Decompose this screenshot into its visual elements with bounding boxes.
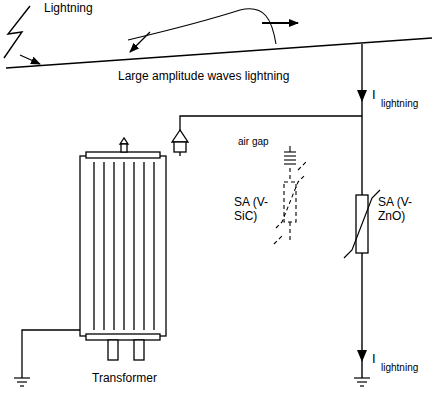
sic-arrester <box>274 162 306 244</box>
lightning-label: Lightning <box>44 2 93 16</box>
current-arrow <box>357 350 367 362</box>
nonlinear-mark <box>344 190 380 258</box>
transformer-symbol <box>80 130 188 360</box>
wave-arrow <box>130 32 150 52</box>
current-symbol: I <box>372 88 376 103</box>
wave-label: Large amplitude waves lightning <box>118 70 289 84</box>
current-subscript: lightning <box>381 98 418 110</box>
ground-symbol <box>360 385 364 386</box>
arrester-label: SA (V-SiC) <box>234 196 282 224</box>
ground-symbol <box>17 381 27 382</box>
ground-symbol <box>14 377 30 378</box>
current-subscript: lightning <box>381 362 418 374</box>
overhead-line <box>6 38 432 68</box>
bus-wire <box>180 116 362 130</box>
travel-arrow <box>262 22 298 24</box>
ground-symbol <box>354 377 370 378</box>
air-gap-label: air gap <box>238 136 269 148</box>
ground-symbol <box>20 385 24 386</box>
transformer-label: Transformer <box>92 372 157 386</box>
surge-wave <box>128 9 276 44</box>
arrester-label: SA (V-ZnO) <box>378 196 432 224</box>
ground-wire <box>22 330 80 378</box>
air-gap-symbol <box>284 146 296 164</box>
lightning-bolt <box>4 6 30 58</box>
current-arrow <box>357 90 367 102</box>
current-symbol: I <box>372 352 376 367</box>
ground-symbol <box>357 381 367 382</box>
strike-arrow <box>20 55 40 64</box>
